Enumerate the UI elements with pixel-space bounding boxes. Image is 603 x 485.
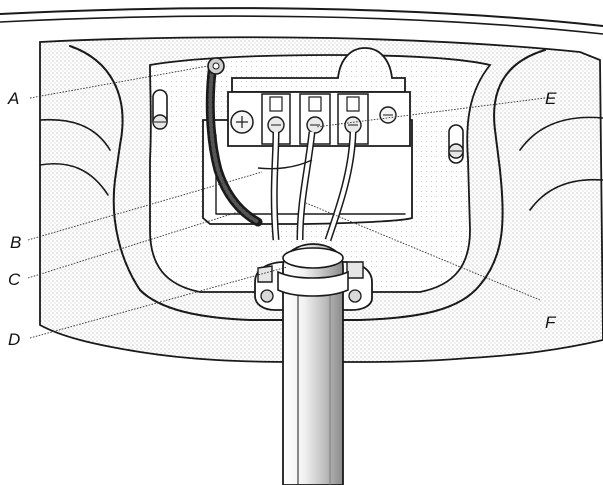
label-d: D — [8, 330, 20, 349]
callout-labels: A B C D E F — [7, 89, 557, 349]
leader-c — [27, 211, 239, 279]
ground-wire — [205, 57, 263, 227]
leader-f — [305, 202, 541, 301]
leader-a — [29, 65, 209, 99]
left-mount-slot — [152, 89, 168, 130]
label-c: C — [8, 270, 21, 289]
cord-conduit — [277, 243, 349, 485]
leader-d — [29, 266, 288, 339]
label-e: E — [545, 89, 557, 108]
terminal-post-left — [261, 93, 291, 145]
label-f: F — [545, 313, 557, 332]
leader-lines — [27, 65, 546, 339]
label-b: B — [10, 233, 21, 252]
right-mount-slot — [448, 124, 464, 164]
cord-wires — [257, 131, 357, 242]
label-a: A — [7, 89, 19, 108]
leader-e — [315, 97, 546, 128]
terminal-post-center — [299, 93, 331, 145]
